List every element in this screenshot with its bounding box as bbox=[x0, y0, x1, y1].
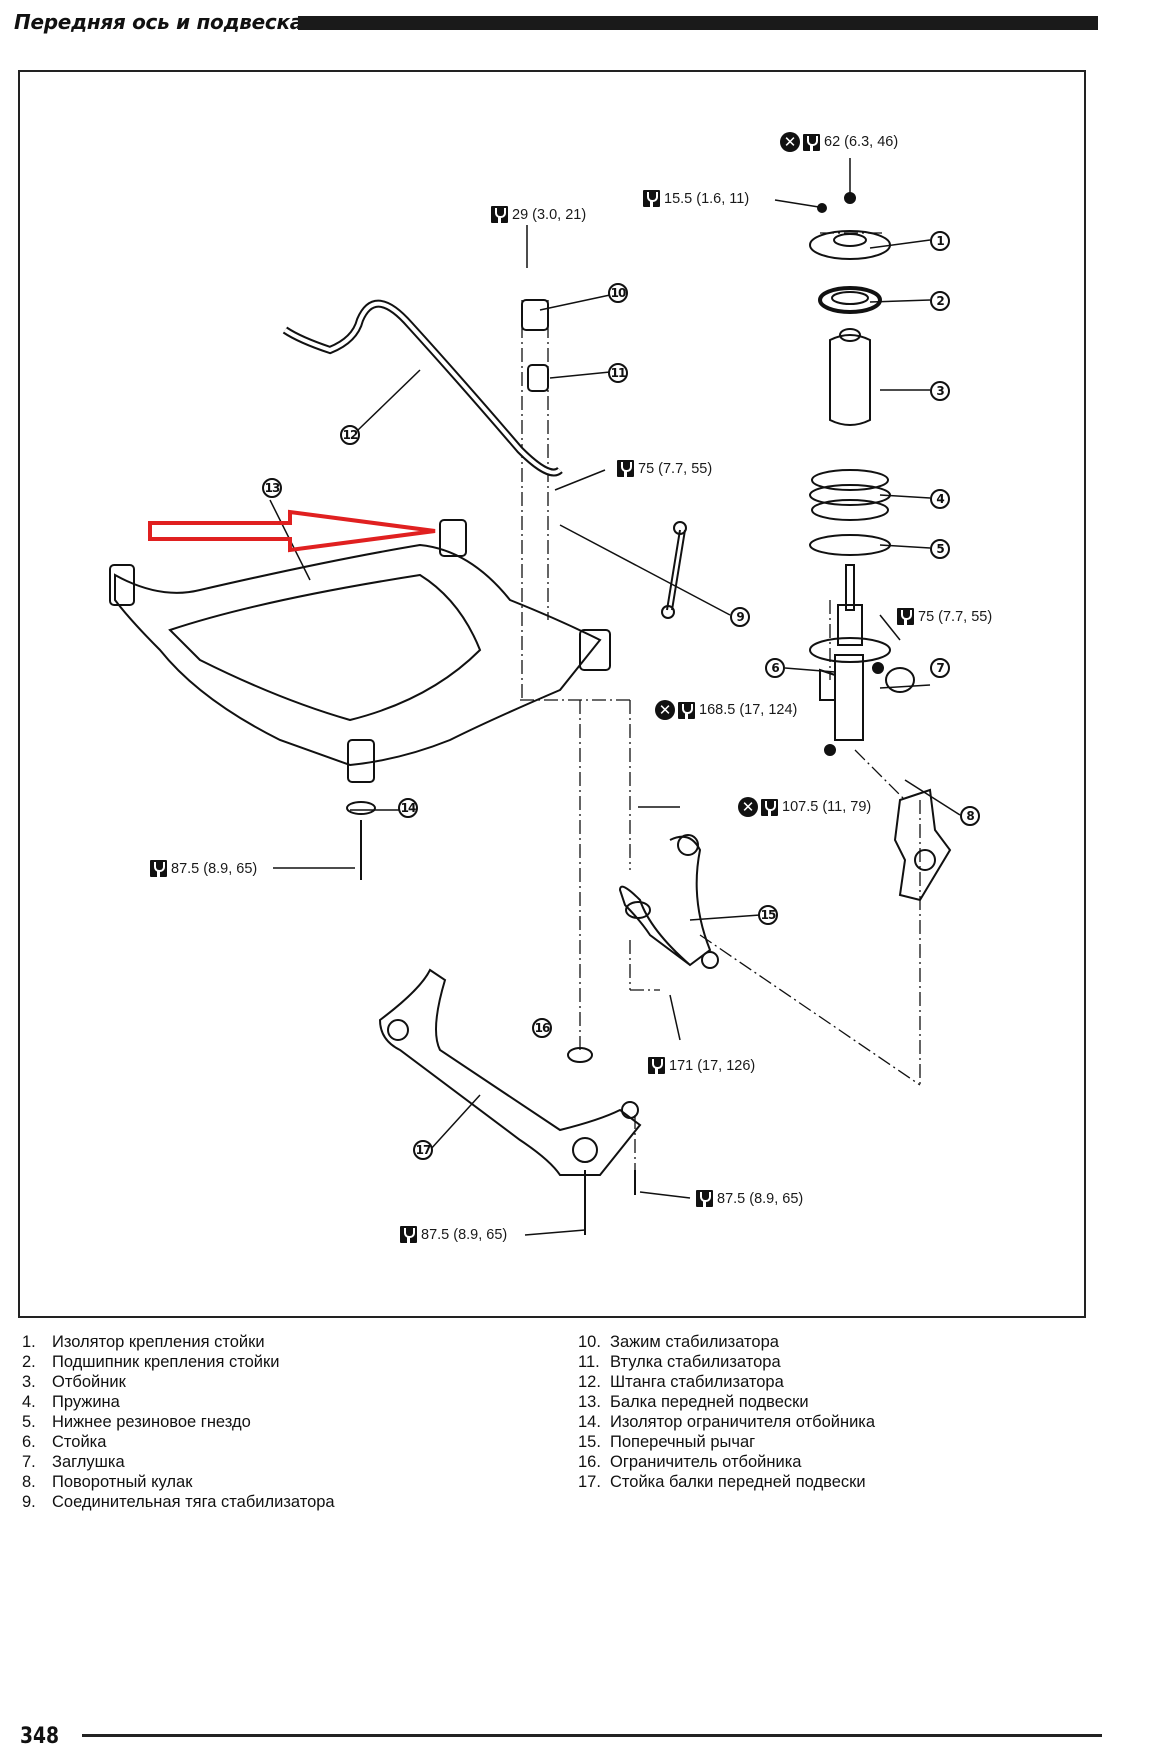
legend-item: 5.Нижнее резиновое гнездо bbox=[22, 1413, 251, 1431]
front-subframe bbox=[109, 519, 611, 880]
header-bar bbox=[298, 16, 1098, 30]
page-header: Передняя ось и подвеска bbox=[14, 10, 1098, 38]
torque-wrench-icon bbox=[803, 133, 820, 151]
footer-rule bbox=[82, 1734, 1102, 1737]
legend-item: 4.Пружина bbox=[22, 1393, 120, 1411]
callout-10: 10 bbox=[608, 283, 628, 303]
torque-spec-87-5-stiffener-right: 87.5 (8.9, 65) bbox=[696, 1190, 803, 1207]
callout-8: 8 bbox=[960, 806, 980, 826]
subframe-stiffener bbox=[378, 968, 642, 1235]
legend-item: 17.Стойка балки передней подвески bbox=[578, 1473, 866, 1491]
torque-spec-75-strut: 75 (7.7, 55) bbox=[897, 608, 992, 625]
torque-spec-75-stabilizer: 75 (7.7, 55) bbox=[617, 460, 712, 477]
callout-14: 14 bbox=[398, 798, 418, 818]
legend-item: 9.Соединительная тяга стабилизатора bbox=[22, 1493, 335, 1511]
torque-value: 75 (7.7, 55) bbox=[918, 608, 993, 625]
callout-9: 9 bbox=[730, 607, 750, 627]
torque-value: 15.5 (1.6, 11) bbox=[664, 190, 750, 207]
legend-item: 10.Зажим стабилизатора bbox=[578, 1333, 779, 1351]
diagram-frame bbox=[18, 70, 1086, 1318]
torque-value: 87.5 (8.9, 65) bbox=[421, 1226, 508, 1243]
torque-wrench-icon bbox=[617, 460, 634, 477]
torque-spec-171: 171 (17, 126) bbox=[648, 1057, 755, 1074]
replace-part-icon: ✕ bbox=[780, 132, 800, 152]
callout-6: 6 bbox=[765, 658, 785, 678]
section-title: Передняя ось и подвеска bbox=[14, 10, 303, 34]
stabilizer-link bbox=[661, 521, 687, 619]
torque-wrench-icon bbox=[761, 798, 778, 816]
callout-4: 4 bbox=[930, 489, 950, 509]
callout-3: 3 bbox=[930, 381, 950, 401]
replace-part-icon: ✕ bbox=[738, 797, 758, 817]
callout-16: 16 bbox=[532, 1018, 552, 1038]
torque-value: 75 (7.7, 55) bbox=[638, 460, 713, 477]
torque-spec-29: 29 (3.0, 21) bbox=[491, 206, 586, 223]
callout-5: 5 bbox=[930, 539, 950, 559]
legend-item: 11.Втулка стабилизатора bbox=[578, 1353, 781, 1371]
torque-value: 168.5 (17, 124) bbox=[699, 702, 798, 718]
legend-item: 2.Подшипник крепления стойки bbox=[22, 1353, 280, 1371]
callout-12: 12 bbox=[340, 425, 360, 445]
torque-spec-62: ✕ 62 (6.3, 46) bbox=[780, 132, 898, 152]
torque-wrench-icon bbox=[491, 206, 508, 223]
callout-7: 7 bbox=[930, 658, 950, 678]
torque-value: 107.5 (11, 79) bbox=[782, 799, 872, 815]
transverse-link bbox=[618, 834, 719, 969]
callout-15: 15 bbox=[758, 905, 778, 925]
torque-value: 87.5 (8.9, 65) bbox=[717, 1190, 804, 1207]
parts-legend-right: 10.Зажим стабилизатора 11.Втулка стабили… bbox=[578, 1332, 875, 1492]
torque-value: 171 (17, 126) bbox=[669, 1057, 756, 1074]
callout-2: 2 bbox=[930, 291, 950, 311]
torque-value: 29 (3.0, 21) bbox=[512, 206, 587, 223]
callout-1: 1 bbox=[930, 231, 950, 251]
page-number: 348 bbox=[20, 1724, 60, 1749]
legend-item: 3.Отбойник bbox=[22, 1373, 126, 1391]
torque-wrench-icon bbox=[897, 608, 914, 625]
torque-value: 87.5 (8.9, 65) bbox=[171, 860, 258, 877]
callout-17: 17 bbox=[413, 1140, 433, 1160]
torque-wrench-icon bbox=[678, 701, 695, 719]
steering-knuckle bbox=[893, 788, 952, 902]
legend-item: 8.Поворотный кулак bbox=[22, 1473, 193, 1491]
torque-wrench-icon bbox=[400, 1226, 417, 1243]
legend-item: 13.Балка передней подвески bbox=[578, 1393, 809, 1411]
torque-wrench-icon bbox=[696, 1190, 713, 1207]
replace-part-icon: ✕ bbox=[655, 700, 675, 720]
callout-11: 11 bbox=[608, 363, 628, 383]
torque-spec-15-5: 15.5 (1.6, 11) bbox=[643, 190, 749, 207]
highlight-arrow bbox=[148, 509, 436, 553]
legend-item: 1.Изолятор крепления стойки bbox=[22, 1333, 265, 1351]
suspension-diagram bbox=[109, 158, 961, 1236]
strut-assembly bbox=[809, 192, 915, 756]
torque-wrench-icon bbox=[150, 860, 167, 877]
parts-legend-left: 1.Изолятор крепления стойки 2.Подшипник … bbox=[22, 1332, 335, 1512]
torque-spec-87-5-stiffener-bottom: 87.5 (8.9, 65) bbox=[400, 1226, 507, 1243]
legend-item: 15.Поперечный рычаг bbox=[578, 1433, 756, 1451]
torque-spec-168-5: ✕ 168.5 (17, 124) bbox=[655, 700, 797, 720]
legend-item: 7.Заглушка bbox=[22, 1453, 125, 1471]
torque-wrench-icon bbox=[643, 190, 660, 207]
stabilizer-bar bbox=[282, 299, 563, 477]
legend-item: 16.Ограничитель отбойника bbox=[578, 1453, 802, 1471]
torque-spec-87-5-subframe: 87.5 (8.9, 65) bbox=[150, 860, 257, 877]
callout-13: 13 bbox=[262, 478, 282, 498]
torque-value: 62 (6.3, 46) bbox=[824, 134, 899, 150]
legend-item: 6.Стойка bbox=[22, 1433, 107, 1451]
torque-spec-107-5: ✕ 107.5 (11, 79) bbox=[738, 797, 871, 817]
legend-item: 12.Штанга стабилизатора bbox=[578, 1373, 784, 1391]
leader-lines bbox=[269, 158, 961, 1236]
torque-wrench-icon bbox=[648, 1057, 665, 1074]
legend-item: 14.Изолятор ограничителя отбойника bbox=[578, 1413, 876, 1431]
